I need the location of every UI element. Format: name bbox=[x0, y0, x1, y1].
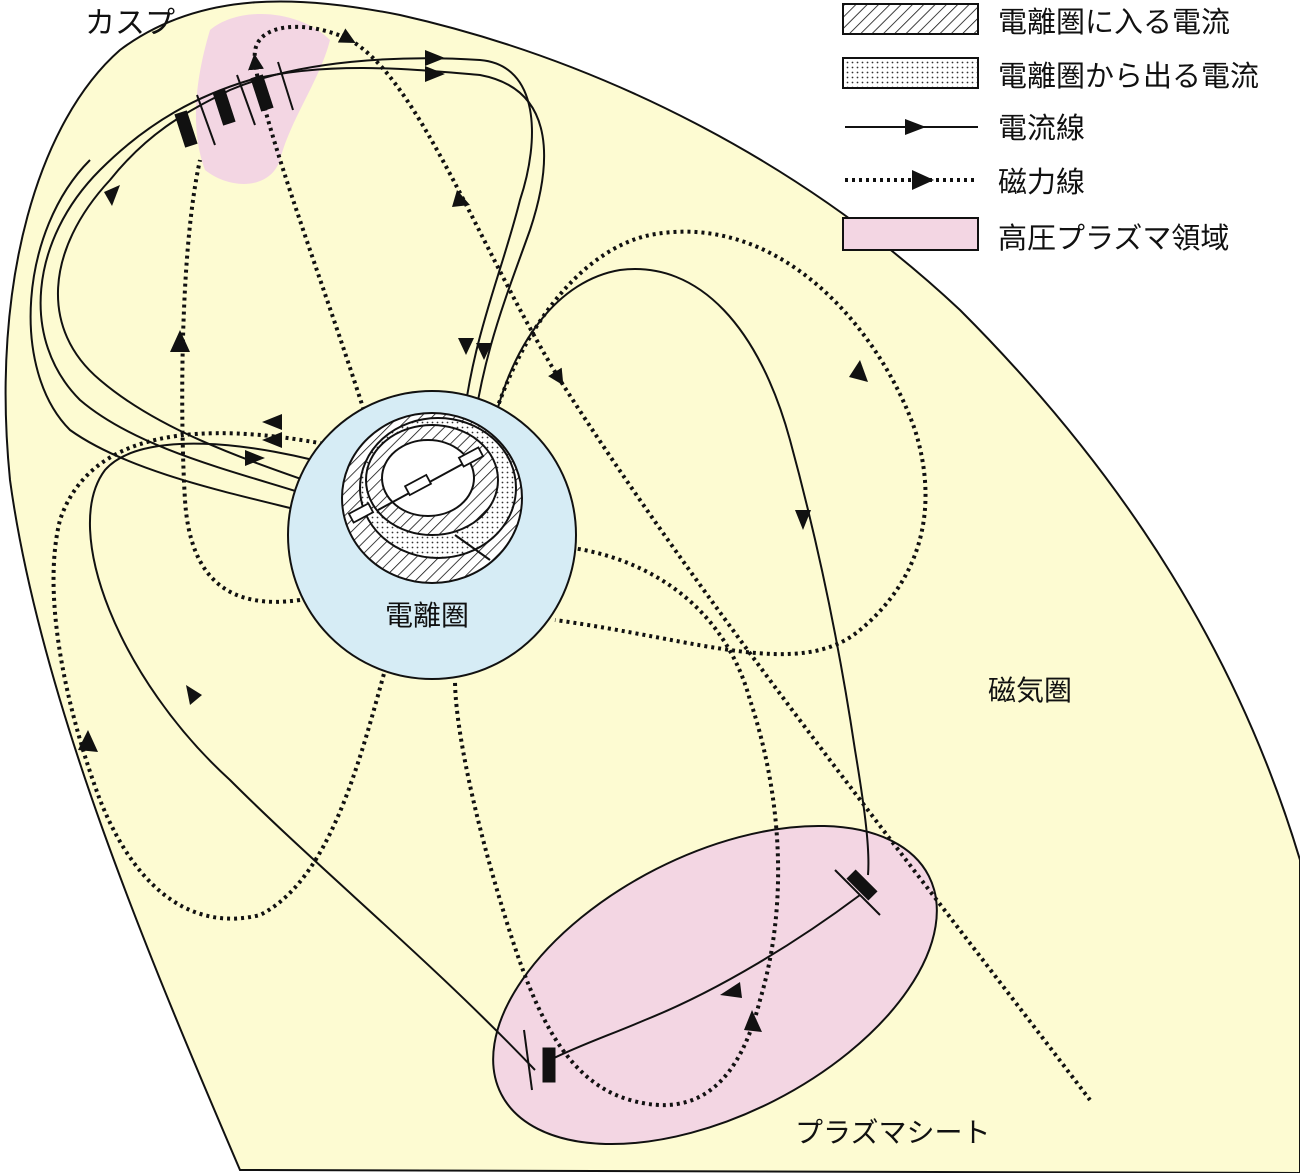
field-arrow-cusp bbox=[452, 190, 470, 207]
plasma-sheet-label: プラズマシート bbox=[795, 1116, 990, 1149]
ionosphere bbox=[287, 390, 577, 680]
current-line-plasma bbox=[549, 894, 861, 1061]
legend-label-current-line: 電流線 bbox=[998, 111, 1085, 145]
plasma-sheet bbox=[492, 824, 938, 1146]
legend-label-current-in: 電離圏に入る電流 bbox=[998, 5, 1230, 39]
cusp-current-bars bbox=[174, 61, 294, 148]
current-arrow-top-2 bbox=[425, 66, 445, 82]
legend: 電離圏に入る電流 電離圏から出る電流 電流線 磁力線 高圧プラズマ領域 bbox=[842, 3, 1259, 255]
magnetosphere-label: 磁気圏 bbox=[988, 674, 1072, 707]
legend-field-arrow bbox=[912, 170, 934, 190]
legend-label-high-pressure: 高圧プラズマ領域 bbox=[998, 221, 1229, 255]
legend-label-current-out: 電離圏から出る電流 bbox=[998, 59, 1259, 93]
current-arrow-plasma bbox=[720, 982, 742, 998]
field-arrow-right bbox=[849, 360, 868, 382]
magnetic-field-lines bbox=[51, 24, 1092, 1107]
field-line-right-loop bbox=[488, 229, 928, 657]
current-arrow-left-mid bbox=[262, 414, 282, 430]
current-lines bbox=[29, 57, 870, 1071]
current-line-left-return bbox=[89, 442, 536, 1071]
current-arrow-down-1 bbox=[458, 338, 474, 355]
legend-label-field-line: 磁力線 bbox=[998, 165, 1085, 199]
field-line-outer-left bbox=[51, 431, 387, 921]
field-line-inner-left bbox=[180, 159, 301, 604]
current-line-cusp-2 bbox=[39, 67, 546, 516]
current-arrow-left-up bbox=[104, 185, 120, 206]
current-arrow-left-mid3 bbox=[245, 450, 265, 466]
field-arrow-plasma bbox=[744, 1010, 762, 1032]
legend-swatch-current-out bbox=[842, 57, 979, 89]
ionosphere-label: 電離圏 bbox=[385, 599, 469, 632]
current-arrow-right-down bbox=[795, 510, 811, 530]
current-arrow-top-1 bbox=[425, 50, 445, 66]
field-arrow-left bbox=[170, 330, 190, 352]
current-line-arrows bbox=[104, 50, 811, 998]
legend-swatch-current-in bbox=[842, 3, 979, 35]
current-arrow-left-mid2 bbox=[262, 432, 282, 448]
field-line-arrows bbox=[78, 190, 868, 1032]
field-line-cusp-loop bbox=[248, 24, 1092, 1102]
current-line-cusp-3 bbox=[29, 159, 356, 526]
field-line-plasma-sheet bbox=[453, 542, 781, 1107]
current-line-cusp-1 bbox=[57, 57, 533, 501]
current-arrow-down-2 bbox=[476, 343, 492, 360]
current-arrow-return-up bbox=[186, 685, 202, 705]
cusp-label: カスプ bbox=[85, 6, 175, 41]
legend-swatch-high-pressure bbox=[842, 217, 979, 251]
plasma-sheet-current-bars bbox=[523, 869, 881, 1091]
legend-current-arrow bbox=[905, 119, 926, 135]
current-line-right bbox=[489, 268, 870, 876]
field-arrow-outer bbox=[78, 730, 98, 752]
